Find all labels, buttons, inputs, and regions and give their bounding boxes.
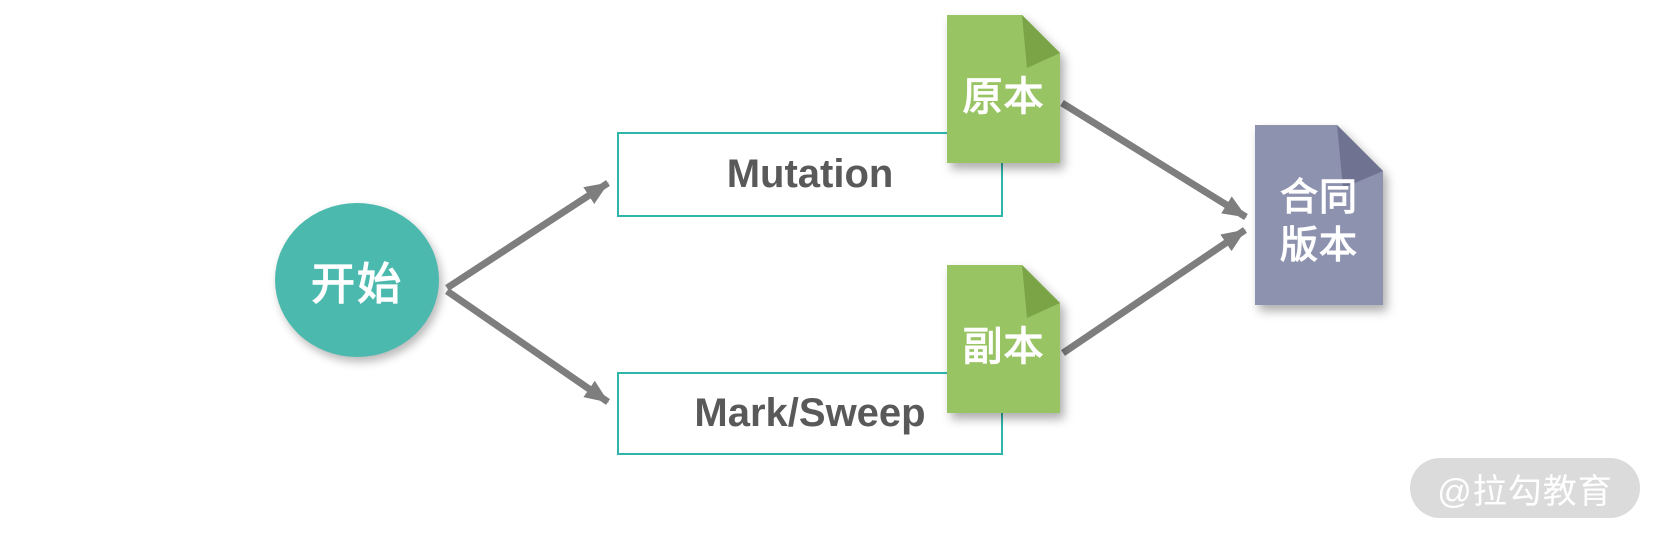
start-node-label: 开始 (311, 260, 403, 309)
process-box-mutation: Mutation (617, 132, 1003, 217)
document-copy-label: 副本 (962, 325, 1045, 369)
process-box-marksweep-label: Mark/Sweep (694, 391, 926, 435)
arrow-original-to-result (1060, 100, 1248, 220)
process-box-mutation-label: Mutation (726, 152, 894, 196)
document-fold-corner (1337, 125, 1383, 188)
document-result: 合同 版本 (1255, 125, 1383, 305)
document-copy: 副本 (947, 265, 1060, 413)
document-fold-corner (1022, 15, 1060, 68)
arrow-start-to-marksweep (445, 288, 610, 405)
document-icon (1255, 125, 1383, 305)
watermark-badge: @拉勾教育 (1410, 458, 1640, 518)
arrow-copy-to-result (1061, 227, 1247, 356)
document-result-label: 合同 版本 (1279, 177, 1358, 267)
start-node: 开始 (275, 203, 439, 357)
document-icon (947, 265, 1060, 413)
document-original: 原本 (947, 15, 1060, 163)
document-original-label: 原本 (962, 75, 1045, 119)
process-box-marksweep: Mark/Sweep (617, 372, 1003, 455)
watermark-label: @拉勾教育 (1437, 472, 1613, 511)
arrow-start-to-mutation (445, 180, 610, 291)
document-fold-corner (1022, 265, 1060, 318)
document-icon (947, 15, 1060, 163)
